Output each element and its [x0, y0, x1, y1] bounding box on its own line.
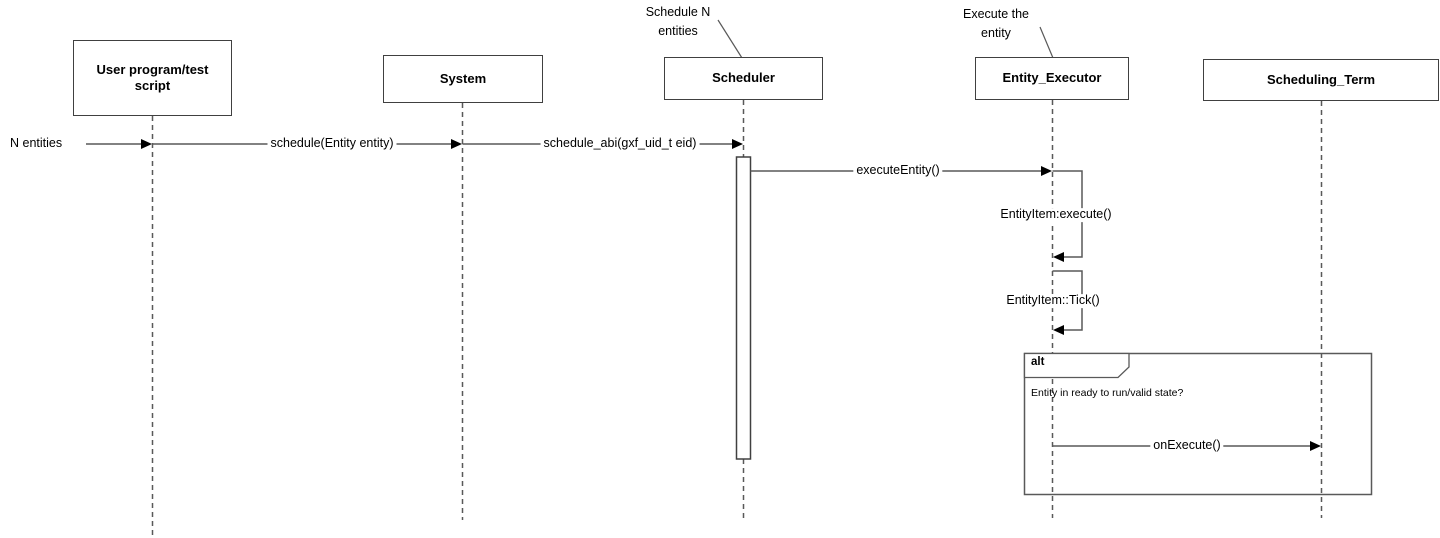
message-label-entityitem-tick: EntityItem::Tick()	[1003, 293, 1103, 308]
participant-box-scheduler: Scheduler	[664, 57, 823, 100]
participant-box-entity-executor: Entity_Executor	[975, 57, 1129, 100]
arrowhead-execute-entity	[1041, 166, 1052, 176]
alt-fragment-tab	[1023, 352, 1130, 379]
message-label-schedule: schedule(Entity entity)	[267, 136, 397, 151]
arrowhead-schedule	[451, 139, 462, 149]
participant-box-user-program: User program/test script	[73, 40, 232, 116]
message-label-schedule-abi: schedule_abi(gxf_uid_t eid)	[540, 136, 700, 151]
note-execute-the-entity: Execute the entity	[962, 7, 1029, 41]
arrowhead-schedule-abi	[732, 139, 743, 149]
alt-fragment-frame	[1023, 352, 1373, 496]
message-label-on-execute: onExecute()	[1150, 438, 1224, 453]
note-connector-execute-entity	[1039, 26, 1054, 59]
alt-guard-condition: Entity in ready to run/valid state?	[1031, 387, 1184, 399]
arrowhead-entityitem-execute	[1053, 252, 1064, 262]
message-label-n-entities: N entities	[10, 136, 63, 150]
arrowhead-n-entities	[141, 139, 152, 149]
alt-operator-label: alt	[1031, 356, 1045, 368]
note-schedule-n-entities: Schedule N entities	[645, 5, 711, 39]
activation-bar-scheduler	[735, 156, 752, 460]
note-connector-schedule-n	[717, 19, 743, 59]
message-label-execute-entity: executeEntity()	[853, 163, 943, 178]
participant-box-system: System	[383, 55, 543, 103]
participant-box-scheduling-term: Scheduling_Term	[1203, 59, 1439, 101]
message-label-entityitem-execute: EntityItem:execute()	[997, 207, 1115, 222]
arrowhead-on-execute	[1310, 441, 1321, 451]
arrowhead-entityitem-tick	[1053, 325, 1064, 335]
